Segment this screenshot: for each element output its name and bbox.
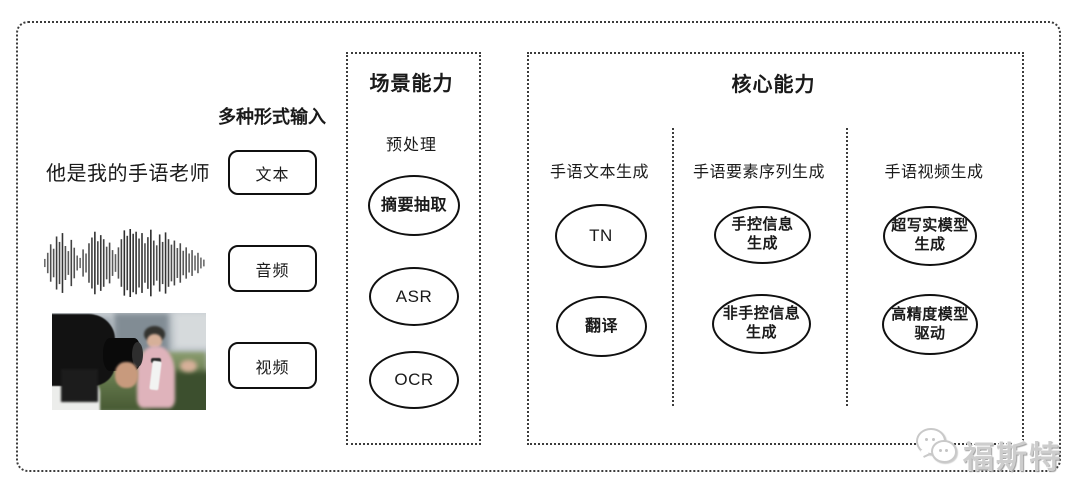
scene-capability-box (346, 52, 481, 445)
node-asr: ASR (369, 267, 459, 326)
scene-capability-title: 场景能力 (369, 73, 454, 95)
column-header-sign-video: 手语视频生成 (884, 164, 984, 181)
audio-waveform (44, 229, 205, 297)
node-tn-label: TN (589, 226, 613, 246)
photographer-arm (61, 369, 99, 403)
photographer-hand (115, 361, 139, 388)
watermark: 福斯特 (916, 427, 1066, 475)
node-high-precision-model-driving: 高精度模型 驱动 (882, 294, 978, 355)
input-box-video-label: 视频 (255, 359, 290, 377)
photo-sky-highlight (175, 313, 206, 348)
node-ocr-label: OCR (394, 370, 434, 390)
node-high-precision-line2: 驱动 (914, 324, 946, 342)
core-capability-title: 核心能力 (731, 74, 816, 96)
column-separator (672, 128, 674, 406)
node-hyperreal-model-generation: 超写实模型 生成 (883, 206, 977, 266)
watermark-text: 福斯特 (963, 440, 1062, 475)
input-box-text: 文本 (228, 150, 317, 195)
preprocess-label: 预处理 (385, 137, 437, 154)
camera-lens-ring (132, 342, 143, 368)
node-hyperreal-line2: 生成 (914, 236, 946, 253)
node-non-manual-info-line1: 非手控信息 (722, 305, 801, 323)
reporter-face (146, 334, 163, 348)
node-ocr: OCR (369, 351, 459, 409)
node-manual-info-line2: 生成 (746, 235, 778, 252)
node-summary-extraction: 摘要抽取 (368, 175, 460, 236)
column-header-sign-text: 手语文本生成 (549, 164, 649, 181)
column-separator (846, 128, 848, 406)
node-translation: 翻译 (556, 296, 647, 357)
sample-input-sentence: 他是我的手语老师 (46, 163, 210, 185)
node-translation-label: 翻译 (584, 317, 618, 335)
node-tn: TN (555, 204, 647, 268)
input-box-text-label: 文本 (255, 166, 290, 184)
input-box-audio: 音频 (228, 245, 317, 292)
reporter-hand (179, 359, 197, 373)
chat-bubbles-icon (931, 440, 957, 463)
node-non-manual-info-line2: 生成 (745, 324, 777, 341)
node-manual-info-line1: 手控信息 (731, 216, 794, 234)
node-manual-info-generation: 手控信息 生成 (714, 206, 811, 264)
node-asr-label: ASR (395, 286, 433, 306)
node-hyperreal-line1: 超写实模型 (891, 217, 969, 235)
node-non-manual-info-generation: 非手控信息 生成 (712, 294, 811, 354)
outer-dashed-border (16, 21, 1061, 472)
node-high-precision-line1: 高精度模型 (891, 305, 969, 323)
video-thumbnail (52, 313, 206, 410)
node-summary-extraction-label: 摘要抽取 (380, 196, 447, 214)
input-box-video: 视频 (228, 342, 317, 389)
core-capability-box (527, 52, 1024, 445)
input-section-title: 多种形式输入 (218, 107, 326, 127)
column-header-sign-elements: 手语要素序列生成 (692, 164, 825, 181)
input-box-audio-label: 音频 (255, 262, 290, 280)
